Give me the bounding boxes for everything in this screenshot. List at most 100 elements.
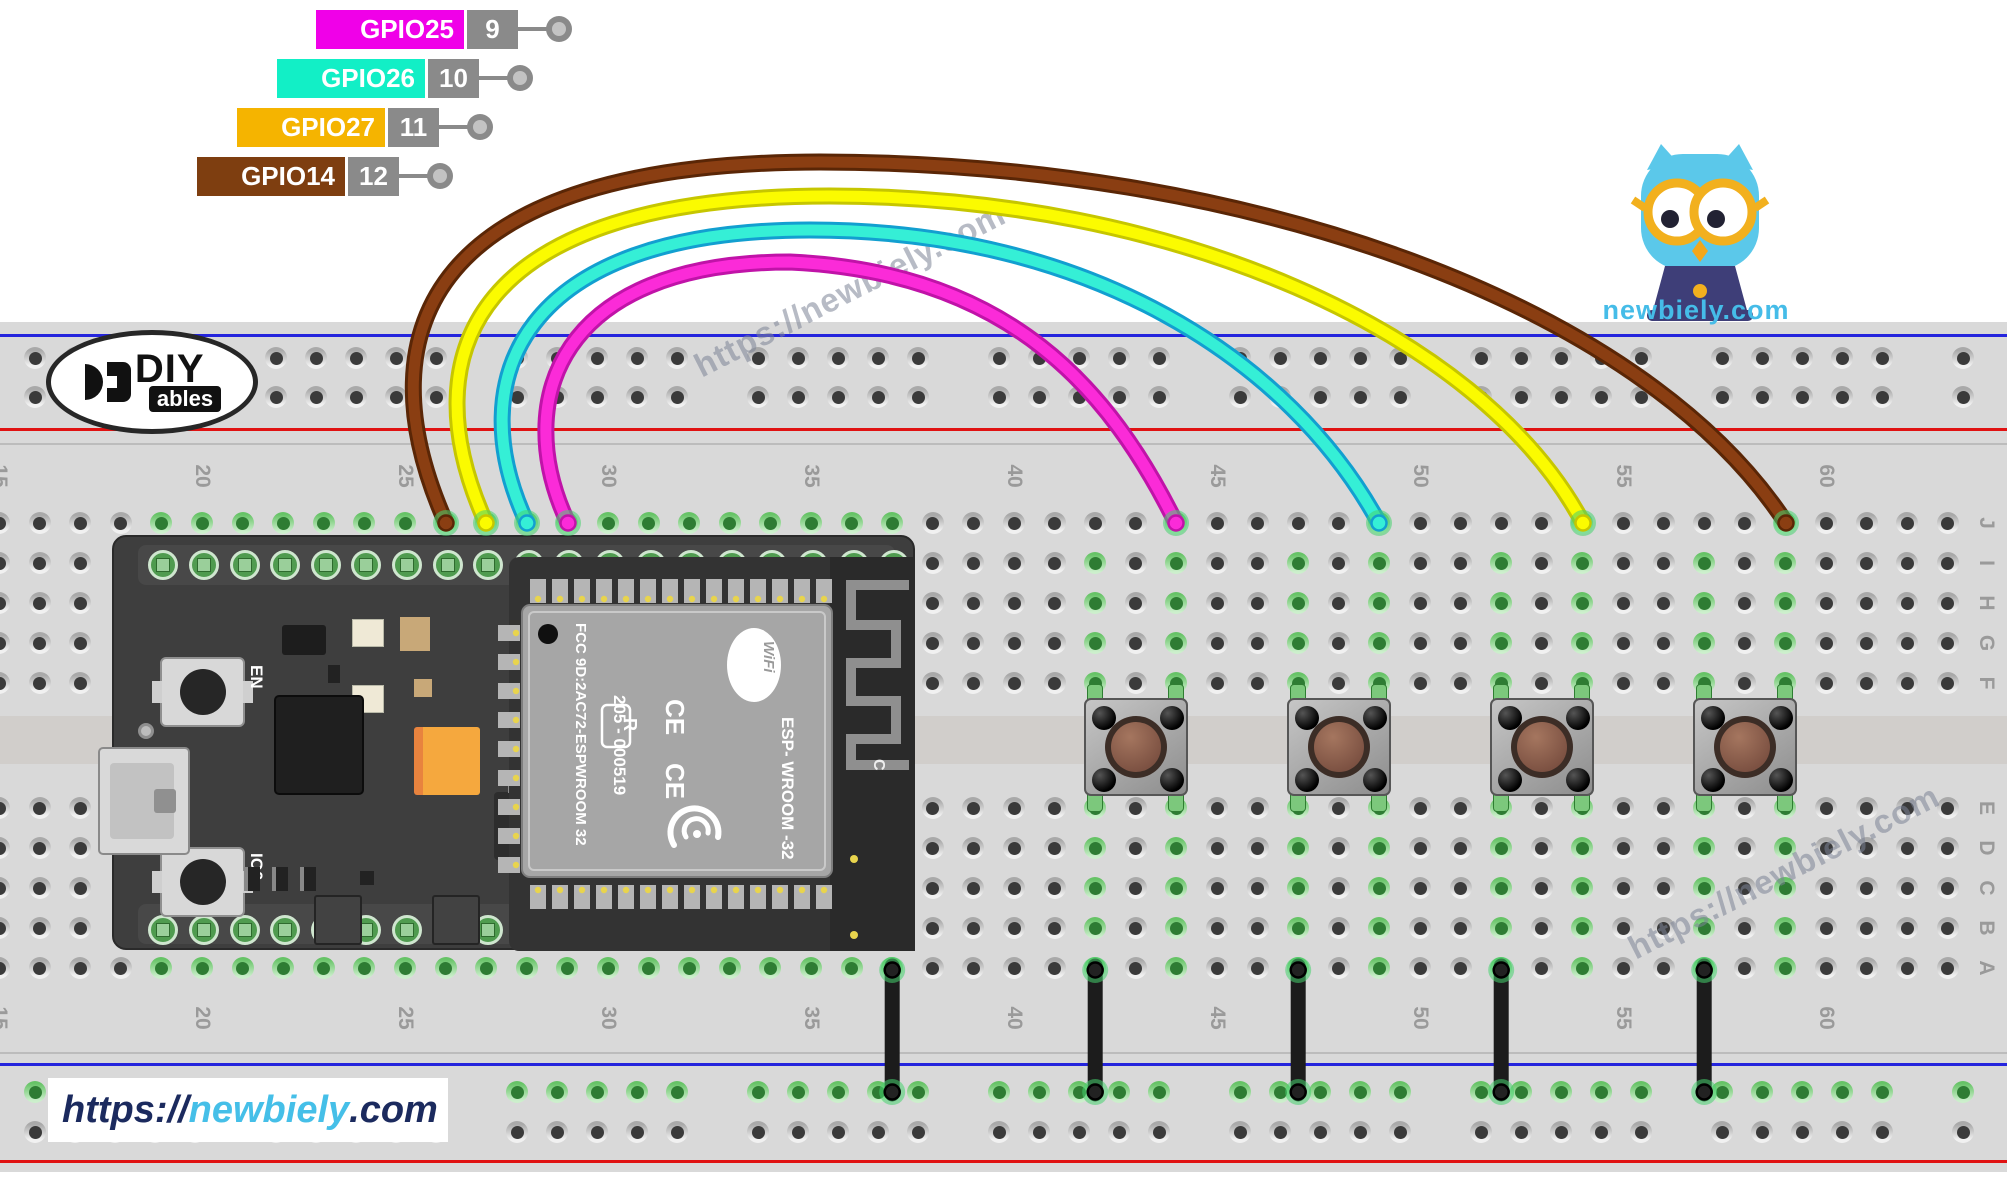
- pin-number: 11: [388, 108, 439, 147]
- breadboard-hole: [1774, 512, 1797, 534]
- rail-hole: [626, 1081, 648, 1103]
- breadboard-hole: [150, 512, 173, 534]
- breadboard-hole: [1530, 917, 1553, 939]
- breadboard-hole: [1003, 837, 1025, 859]
- breadboard-hole: [1896, 797, 1919, 819]
- row-letter: I: [1975, 560, 1998, 566]
- rail-hole: [1028, 347, 1050, 369]
- pin-stub-line: [518, 27, 548, 31]
- breadboard-hole: [353, 512, 376, 534]
- breadboard-hole: [1612, 837, 1634, 859]
- push-button: [1083, 698, 1188, 796]
- breadboard-hole: [150, 957, 173, 979]
- breadboard-hole: [840, 512, 863, 534]
- breadboard-hole: [1003, 672, 1025, 694]
- rail-hole: [24, 1081, 46, 1103]
- breadboard-hole: [1571, 917, 1594, 939]
- breadboard-hole: [1571, 632, 1594, 654]
- breadboard-hole: [1652, 837, 1675, 859]
- rail-hole: [827, 1121, 849, 1143]
- breadboard-hole: [1206, 797, 1228, 819]
- breadboard-hole: [1733, 837, 1756, 859]
- breadboard-hole: [475, 512, 498, 534]
- rail-hole: [425, 347, 447, 369]
- breadboard-hole: [1368, 957, 1391, 979]
- breadboard-hole: [69, 632, 92, 654]
- rail-hole: [666, 347, 688, 369]
- rail-hole: [1871, 386, 1893, 408]
- breadboard-hole: [69, 957, 92, 979]
- breadboard-hole: [962, 837, 985, 859]
- rail-hole: [747, 386, 769, 408]
- rail-hole: [1510, 347, 1532, 369]
- breadboard-hole: [1896, 592, 1919, 614]
- rail-hole: [827, 386, 849, 408]
- url-tld: .com: [349, 1088, 438, 1131]
- breadboard-hole: [1936, 917, 1959, 939]
- power-rail-blue-line-top: [0, 334, 2007, 337]
- breadboard-hole: [921, 877, 944, 899]
- breadboard-hole: [921, 672, 944, 694]
- rail-hole: [1590, 347, 1612, 369]
- button-leg: [1294, 768, 1319, 792]
- breadboard-hole: [1043, 797, 1066, 819]
- breadboard-hole: [1936, 632, 1959, 654]
- button-leg: [1159, 706, 1184, 730]
- breadboard-hole: [1327, 592, 1350, 614]
- column-label: 20: [191, 464, 214, 488]
- column-label: 35: [800, 464, 823, 488]
- breadboard-hole: [1530, 797, 1553, 819]
- breadboard-hole: [109, 512, 132, 534]
- breadboard-hole: [1246, 837, 1269, 859]
- rail-hole: [265, 347, 287, 369]
- rail-hole: [1068, 386, 1090, 408]
- esp32-pin: [392, 550, 422, 580]
- esp32-pin: [148, 550, 179, 580]
- pin-connector-circle: [427, 163, 453, 189]
- rail-hole: [506, 1121, 528, 1143]
- rail-hole: [586, 1081, 608, 1103]
- rail-hole: [1269, 386, 1291, 408]
- breadboard-hole: [1449, 797, 1472, 819]
- breadboard-hole: [678, 957, 701, 979]
- rail-hole: [385, 347, 407, 369]
- breadboard-hole: [1003, 957, 1025, 979]
- rail-hole: [1550, 347, 1572, 369]
- breadboard-hole: [1287, 592, 1310, 614]
- capacitor: [414, 679, 432, 697]
- smd: [244, 867, 260, 891]
- breadboard-hole: [962, 632, 985, 654]
- breadboard-hole: [1165, 632, 1188, 654]
- breadboard-hole: [1409, 592, 1431, 614]
- rail-hole: [1148, 1081, 1170, 1103]
- breadboard-hole: [1733, 632, 1756, 654]
- breadboard-hole: [231, 957, 254, 979]
- transistor: [432, 895, 480, 945]
- breadboard-hole: [1855, 797, 1878, 819]
- rail-hole: [1269, 347, 1291, 369]
- column-label: 40: [1003, 464, 1026, 488]
- breadboard-hole: [1206, 877, 1228, 899]
- breadboard-hole: [1774, 837, 1797, 859]
- rail-hole: [1389, 386, 1411, 408]
- breadboard-hole: [1124, 797, 1147, 819]
- rail-hole: [1751, 386, 1773, 408]
- breadboard-hole: [1896, 672, 1919, 694]
- rail-hole: [666, 1081, 688, 1103]
- breadboard-hole: [921, 552, 944, 574]
- breadboard-hole: [1896, 837, 1919, 859]
- breadboard-hole: [1327, 672, 1350, 694]
- rail-hole: [1068, 1121, 1090, 1143]
- breadboard-hole: [28, 877, 51, 899]
- column-label: 15: [0, 1006, 11, 1030]
- breadboard-hole: [1936, 672, 1959, 694]
- url-protocol: https://: [62, 1088, 189, 1131]
- breadboard-hole: [1693, 917, 1716, 939]
- breadboard-hole: [0, 632, 10, 654]
- breadboard-hole: [1815, 917, 1837, 939]
- breadboard-hole: [434, 512, 457, 534]
- breadboard-hole: [1449, 632, 1472, 654]
- breadboard-hole: [1815, 552, 1837, 574]
- button-leg: [1362, 768, 1387, 792]
- column-label: 40: [1003, 1006, 1026, 1030]
